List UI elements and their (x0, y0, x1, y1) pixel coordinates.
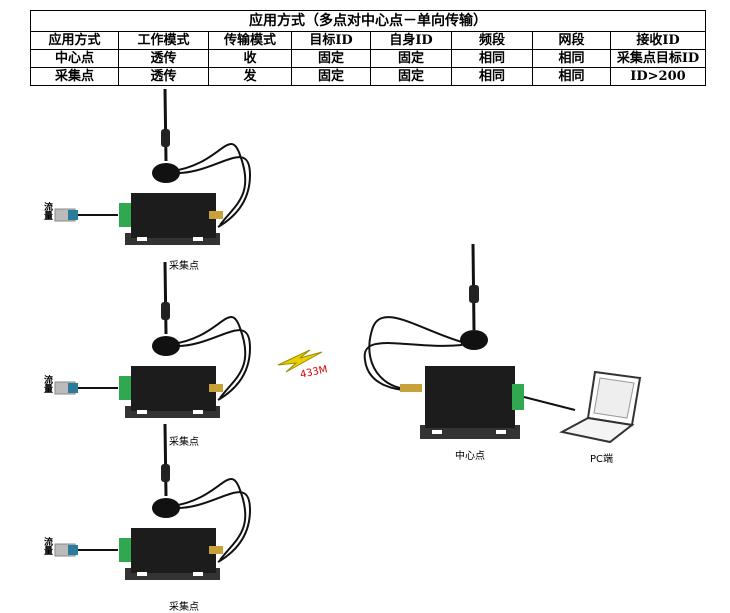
table-header-row: 应用方式 工作模式 传输模式 目标ID 自身ID 频段 网段 接收ID (30, 31, 706, 50)
collector-label-3: 采集点 (169, 602, 199, 613)
pc-label: PC端 (590, 454, 614, 465)
cell: 相同 (532, 67, 611, 86)
header-cell: 接收ID (610, 31, 706, 50)
cell: 透传 (118, 67, 209, 86)
collector-node-3 (53, 422, 252, 582)
header-cell: 自身ID (370, 31, 452, 50)
sensor-label-3: 流量 (42, 537, 52, 555)
center-label: 中心点 (455, 451, 485, 462)
cell: 相同 (532, 49, 611, 68)
center-node (363, 243, 576, 439)
cell: 采集点 (30, 67, 119, 86)
cell: 发 (208, 67, 292, 86)
sensor-label-1: 流量 (42, 202, 52, 220)
table-row: 采集点 透传 发 固定 固定 相同 相同 ID>200 (30, 67, 706, 86)
cell: 中心点 (30, 49, 119, 68)
cell: 固定 (291, 49, 371, 68)
collector-label-2: 采集点 (169, 437, 199, 448)
config-table: 应用方式（多点对中心点－单向传输） 应用方式 工作模式 传输模式 目标ID 自身… (30, 10, 706, 86)
wireless-signal-icon (277, 349, 323, 373)
collector-node-2 (53, 260, 252, 420)
collector-node-1 (53, 87, 252, 247)
cell: 固定 (291, 67, 371, 86)
header-cell: 目标ID (291, 31, 371, 50)
collector-label-1: 采集点 (169, 261, 199, 272)
cell: ID>200 (610, 67, 706, 86)
cell: 采集点目标ID (610, 49, 706, 68)
pc-laptop-icon (559, 370, 642, 444)
table-row: 中心点 透传 收 固定 固定 相同 相同 采集点目标ID (30, 49, 706, 68)
sensor-label-2: 流量 (42, 375, 52, 393)
cell: 固定 (370, 67, 452, 86)
